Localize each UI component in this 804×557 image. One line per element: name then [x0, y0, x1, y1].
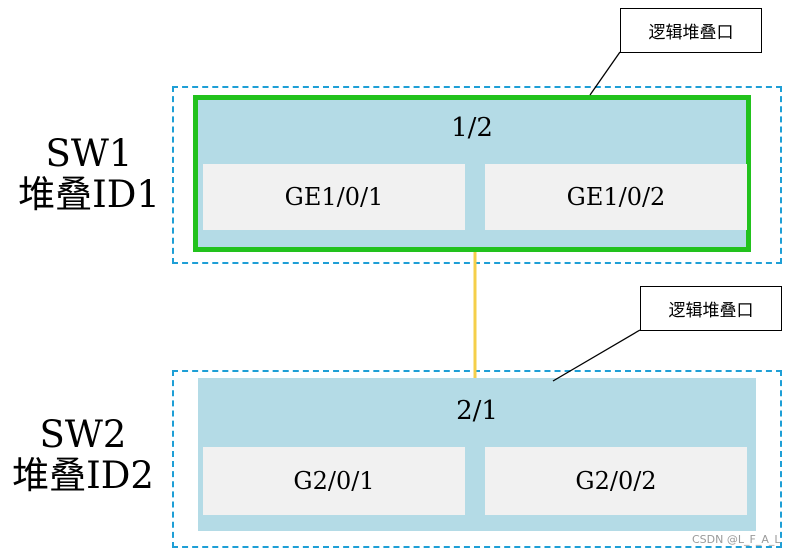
sw1-callout-box: 逻辑堆叠口	[620, 8, 762, 53]
sw1-name: SW1	[45, 132, 133, 175]
sw2-stack-id: 堆叠ID2	[12, 454, 154, 498]
sw1-label: SW1 堆叠ID1	[6, 133, 172, 216]
sw2-logical-port-label: 2/1	[456, 396, 498, 426]
sw2-dashed-frame	[172, 370, 782, 548]
sw2-callout-box: 逻辑堆叠口	[640, 286, 782, 331]
watermark: CSDN @L_F_A_L	[692, 533, 781, 546]
sw1-stack-id: 堆叠ID1	[18, 173, 160, 217]
sw1-port-ge1-0-1[interactable]: GE1/0/1	[203, 164, 465, 230]
sw1-port-ge1-0-2[interactable]: GE1/0/2	[485, 164, 747, 230]
sw2-port-g2-0-1[interactable]: G2/0/1	[203, 447, 465, 515]
sw1-logical-port-label: 1/2	[451, 113, 493, 143]
sw1-dashed-frame	[172, 86, 782, 264]
sw2-label: SW2 堆叠ID2	[0, 414, 166, 497]
sw2-port-g2-0-2[interactable]: G2/0/2	[485, 447, 747, 515]
sw2-name: SW2	[39, 413, 127, 456]
